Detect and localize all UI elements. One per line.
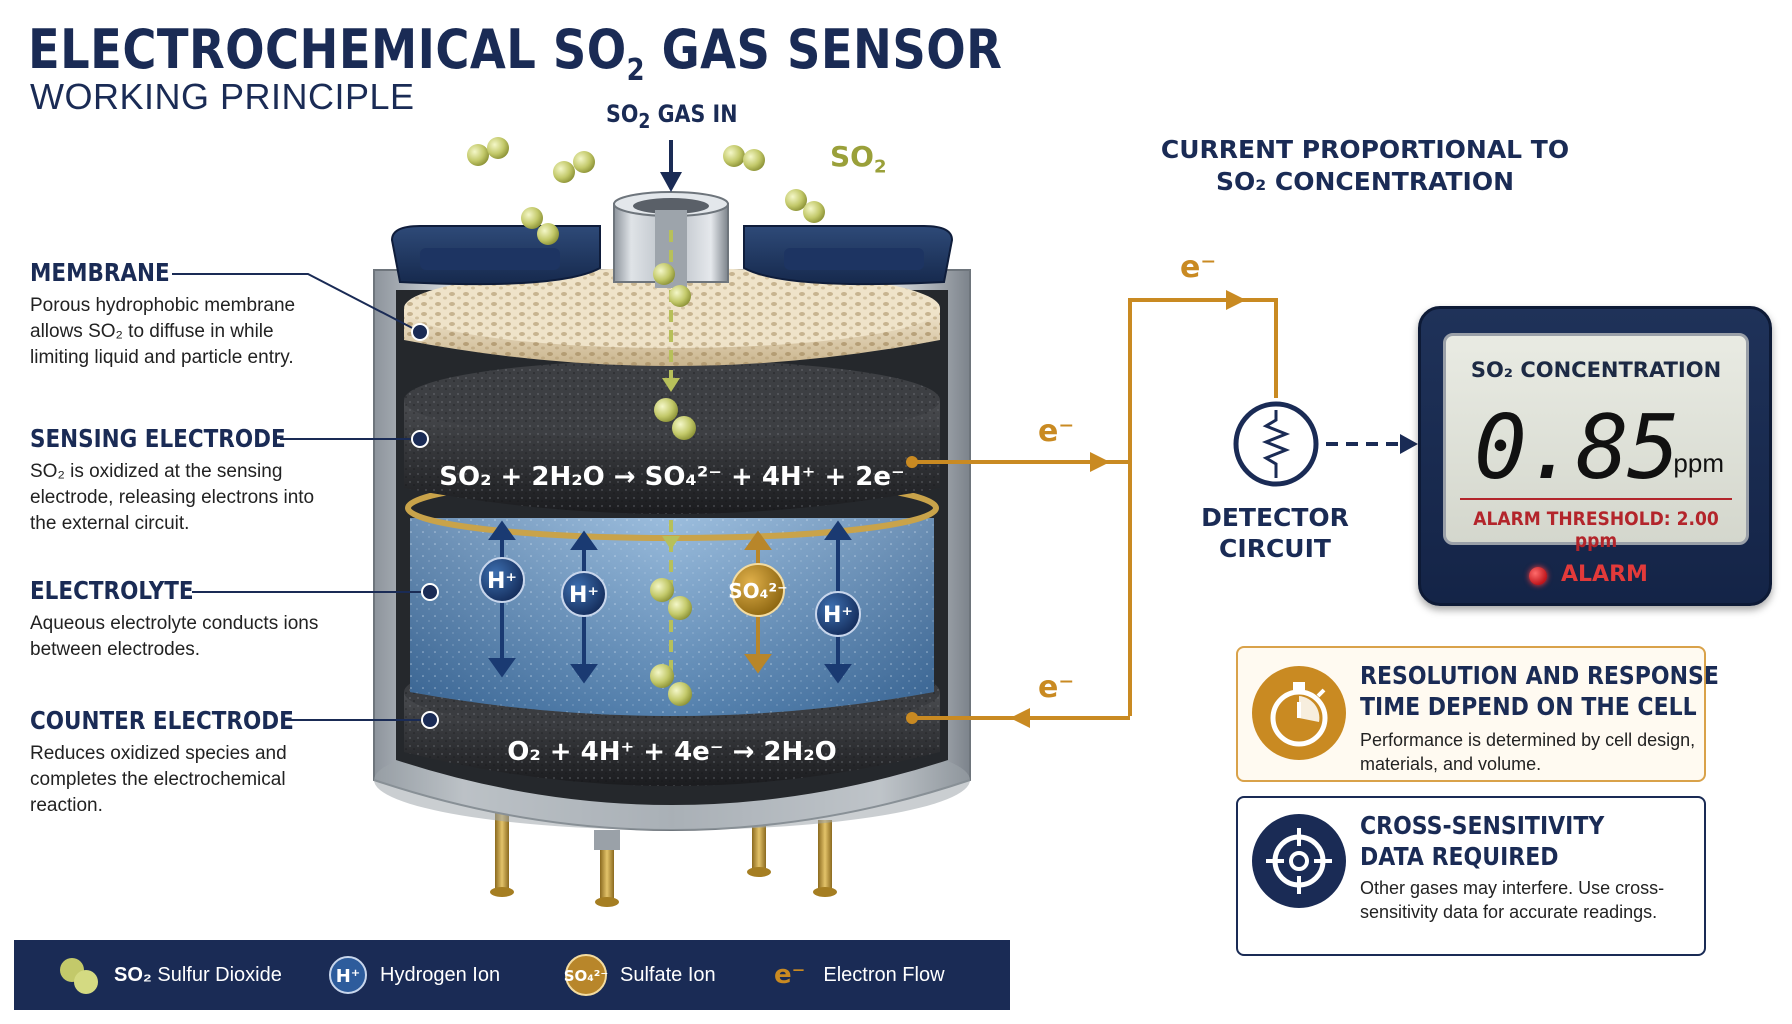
threshold-divider xyxy=(1460,498,1732,500)
alarm-led-icon xyxy=(1529,567,1547,585)
sulfate-ion: SO₄²⁻ xyxy=(728,563,788,617)
counter-reaction: O₂ + 4H⁺ + 4e⁻ → 2H₂O xyxy=(507,737,837,767)
display-screen: SO₂ CONCENTRATION 0.85 ppm ALARM THRESHO… xyxy=(1443,333,1749,552)
detector-circuit-label: DETECTOR CIRCUIT xyxy=(1201,503,1349,563)
hydrogen-ion: H⁺ xyxy=(479,557,525,603)
sensing-electrode-description: SO₂ is oxidized at the sensing electrode… xyxy=(30,461,315,534)
crosshair-icon xyxy=(1252,814,1346,908)
hydrogen-ion-icon: H⁺ xyxy=(329,956,367,994)
sensing-electrode-heading: SENSING ELECTRODE xyxy=(30,424,286,453)
electron-flow-icon: e⁻ xyxy=(774,960,806,990)
hydrogen-ion: H⁺ xyxy=(815,591,861,637)
counter-electrode-description: Reduces oxidized species and completes t… xyxy=(30,743,287,816)
svg-text:H⁺: H⁺ xyxy=(823,603,853,628)
stopwatch-icon xyxy=(1252,666,1346,760)
svg-text:H⁺: H⁺ xyxy=(569,583,599,608)
svg-text:H⁺: H⁺ xyxy=(487,569,517,594)
so2-molecule xyxy=(650,578,692,620)
detector-circuit-symbol xyxy=(1233,401,1319,487)
hydrogen-ion: H⁺ xyxy=(561,571,607,617)
concentration-display: SO₂ CONCENTRATION 0.85 ppm ALARM THRESHO… xyxy=(1418,306,1772,606)
legend-item-so2: SO₂ Sulfur Dioxide xyxy=(54,940,282,1010)
so2-molecule-label: SO2 xyxy=(830,140,887,178)
legend-item-sulfate: SO₄²⁻ Sulfate Ion xyxy=(562,940,716,1010)
so2-molecule xyxy=(785,189,825,223)
info-card-resolution: RESOLUTION AND RESPONSE TIME DEPEND ON T… xyxy=(1236,646,1719,782)
info-card-cross-sensitivity: CROSS-SENSITIVITY DATA REQUIRED Other ga… xyxy=(1236,796,1706,956)
svg-text:SO₄²⁻: SO₄²⁻ xyxy=(728,579,787,603)
svg-text:H⁺: H⁺ xyxy=(336,966,361,987)
legend-item-hydrogen: H⁺ Hydrogen Ion xyxy=(326,940,500,1010)
page-subtitle: WORKING PRINCIPLE xyxy=(30,76,415,117)
legend: SO₂ Sulfur Dioxide H⁺ Hydrogen Ion SO₄²⁻… xyxy=(14,940,1010,1010)
concentration-unit: ppm xyxy=(1673,448,1724,478)
membrane-heading: MEMBRANE xyxy=(30,258,170,287)
so2-molecule xyxy=(723,145,765,171)
alarm-label: ALARM xyxy=(1561,562,1648,587)
current-proportional-label: CURRENT PROPORTIONAL TO SO₂ CONCENTRATIO… xyxy=(1160,135,1570,196)
membrane-description: Porous hydrophobic membrane allows SO₂ t… xyxy=(30,295,296,368)
sensing-reaction: SO₂ + 2H₂O → SO₄²⁻ + 4H⁺ + 2e⁻ xyxy=(439,462,904,492)
so2-molecule-icon xyxy=(60,958,98,994)
so2-molecule xyxy=(467,137,509,166)
connector-pin xyxy=(818,820,832,892)
electron-label: e⁻ xyxy=(1038,670,1075,705)
page-title: ELECTROCHEMICAL SO2 GAS SENSOR xyxy=(28,18,1003,88)
so2-molecule xyxy=(654,398,696,440)
card-body: Other gases may interfere. Use cross-sen… xyxy=(1360,878,1665,922)
card-heading: RESOLUTION AND RESPONSE TIME DEPEND ON T… xyxy=(1360,661,1719,721)
so2-molecule xyxy=(521,207,559,245)
alarm-threshold: ALARM THRESHOLD: 2.00 ppm xyxy=(1473,508,1719,552)
gas-in-label: SO2 GAS IN xyxy=(606,100,738,133)
counter-electrode-heading: COUNTER ELECTRODE xyxy=(30,706,294,735)
legend-item-electron: e⁻ Electron Flow xyxy=(774,960,945,990)
card-heading: CROSS-SENSITIVITY DATA REQUIRED xyxy=(1360,811,1605,871)
connector-pin xyxy=(752,820,766,872)
electrolyte-description: Aqueous electrolyte conducts ions betwee… xyxy=(30,613,319,660)
electron-label: e⁻ xyxy=(1180,250,1217,285)
display-title: SO₂ CONCENTRATION xyxy=(1470,358,1722,382)
concentration-value: 0.85 xyxy=(1474,396,1680,499)
electron-label: e⁻ xyxy=(1038,414,1075,449)
so2-molecule xyxy=(653,263,691,307)
electrolyte-heading: ELECTROLYTE xyxy=(30,576,194,605)
sulfate-ion-icon: SO₄²⁻ xyxy=(564,954,609,996)
svg-text:SO₄²⁻: SO₄²⁻ xyxy=(564,967,609,985)
connector-pin xyxy=(495,810,509,892)
so2-molecule xyxy=(553,151,595,183)
so2-molecule xyxy=(650,664,692,706)
card-body: Performance is determined by cell design… xyxy=(1360,730,1696,774)
